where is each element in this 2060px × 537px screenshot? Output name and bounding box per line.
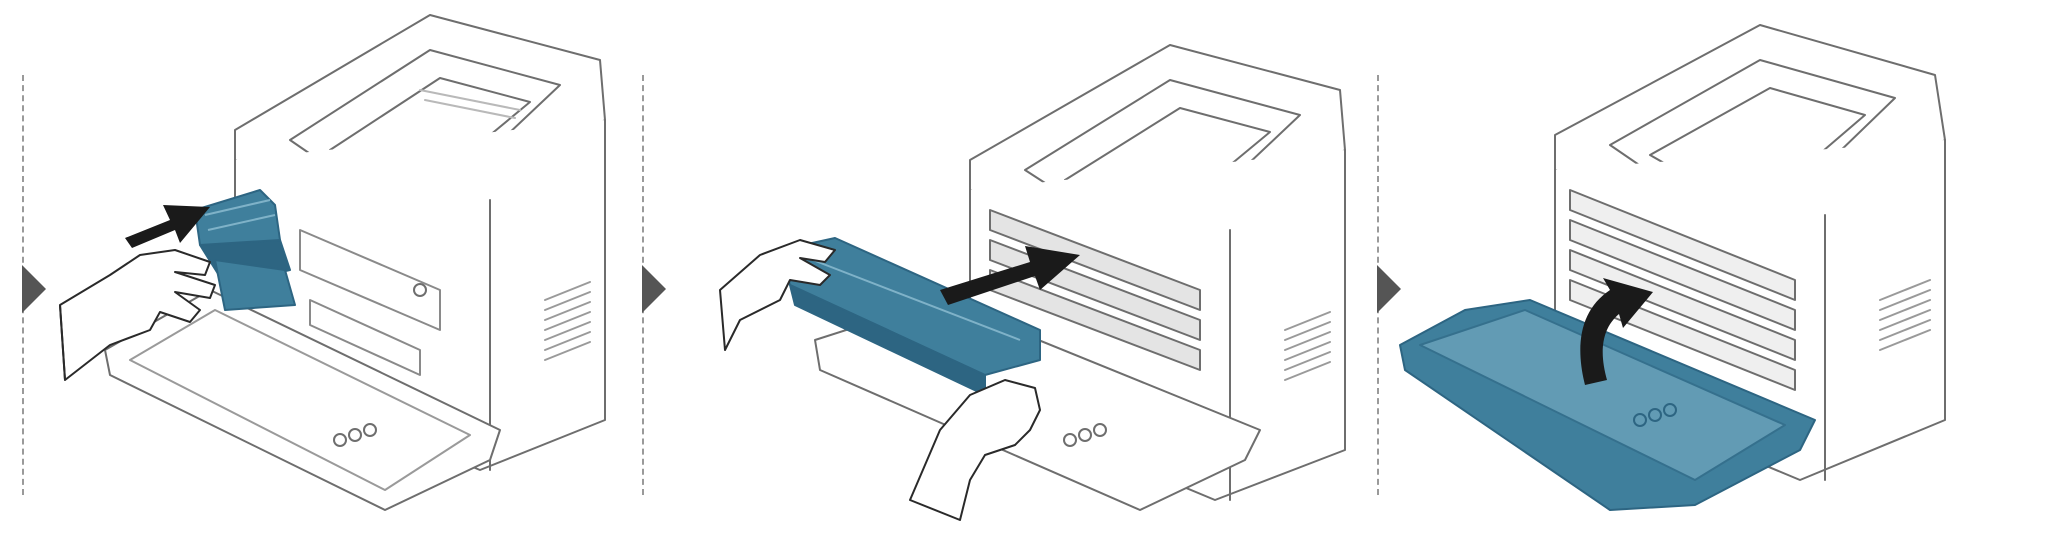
hand-icon bbox=[909, 379, 1041, 521]
hand-icon bbox=[59, 249, 216, 381]
panel-step-1 bbox=[0, 0, 660, 537]
toner-cartridge bbox=[779, 237, 1041, 396]
printer-illustration bbox=[719, 44, 1346, 521]
step-marker-icon bbox=[1377, 265, 1401, 313]
hand-icon bbox=[719, 239, 836, 351]
panel-step-3 bbox=[1375, 0, 2060, 537]
step-marker-icon bbox=[22, 265, 46, 313]
printer-illustration bbox=[1399, 24, 1946, 511]
step-marker-icon bbox=[642, 265, 666, 313]
insert-arrow-icon bbox=[125, 205, 210, 248]
front-cover bbox=[1399, 299, 1816, 511]
close-arrow-icon bbox=[1580, 278, 1653, 385]
toner-cartridge bbox=[194, 189, 296, 311]
push-arrow-icon bbox=[940, 246, 1080, 305]
panel-step-2 bbox=[640, 0, 1360, 537]
printer-illustration bbox=[59, 14, 606, 511]
